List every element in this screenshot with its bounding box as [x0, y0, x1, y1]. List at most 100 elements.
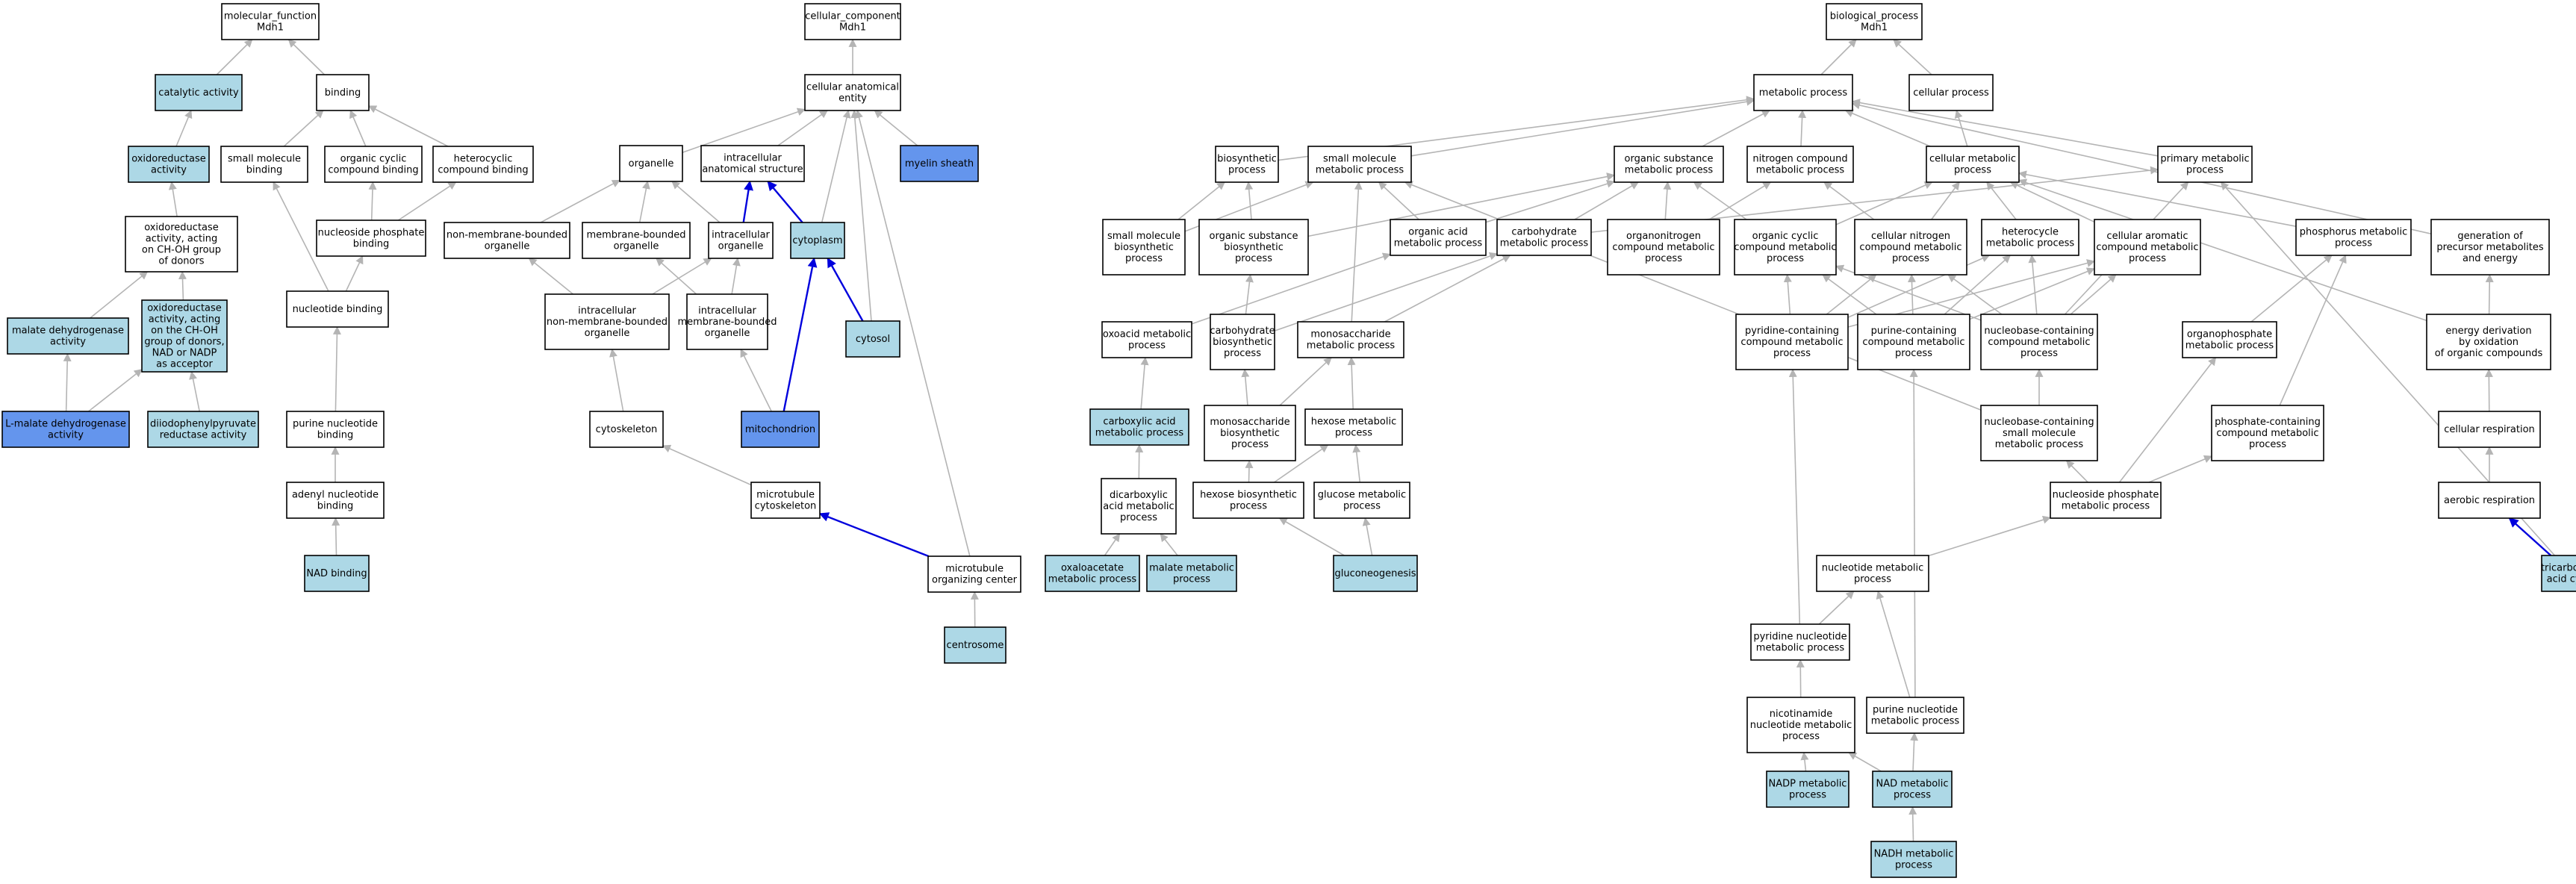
- node-tca[interactable]: tricarboxylicacid cycle: [2541, 555, 2576, 592]
- node-label-line: anatomical structure: [702, 164, 803, 175]
- node-label-line: primary metabolic: [2160, 154, 2249, 165]
- node-nadbind[interactable]: NAD binding: [304, 555, 370, 592]
- edge-carbox-to-oxoacid: [1140, 356, 1149, 410]
- node-label-line: compound metabolic: [2216, 428, 2318, 439]
- edge-smbind-to-binding: [283, 110, 324, 147]
- node-label-line: small molecule: [1323, 154, 1396, 165]
- node-label-line: organonitrogen: [1626, 231, 1701, 242]
- node-gluconeo[interactable]: gluconeogenesis: [1333, 555, 1418, 592]
- node-box: [444, 222, 570, 259]
- node-binding[interactable]: binding: [316, 74, 370, 111]
- node-box: [2438, 411, 2541, 448]
- node-cellresp[interactable]: cellular respiration: [2438, 411, 2541, 448]
- node-mito[interactable]: mitochondrion: [741, 411, 820, 448]
- node-inmbo[interactable]: intracellularnon-membrane-boundedorganel…: [544, 293, 670, 350]
- node-myelin[interactable]: myelin sheath: [900, 145, 979, 182]
- edge-malmet-to-dicarb: [1160, 533, 1178, 556]
- node-cytoskel[interactable]: cytoskeleton: [589, 411, 664, 448]
- node-label-line: process: [2129, 253, 2166, 264]
- node-label-line: dicarboxylic: [1110, 490, 1168, 501]
- node-label-line: acid cycle: [2547, 574, 2576, 585]
- node-ntbind[interactable]: nucleotide binding: [286, 290, 389, 328]
- node-box: [7, 317, 129, 355]
- node-cytoplasm[interactable]: cytoplasm: [790, 222, 845, 259]
- node-label-line: small molecule: [1107, 231, 1180, 242]
- edge-nbcmet-to-cncmet: [1947, 274, 2003, 315]
- node-catalytic[interactable]: catalytic activity: [155, 74, 243, 111]
- node-aerobic[interactable]: aerobic respiration: [2438, 482, 2541, 519]
- node-cellproc[interactable]: cellular process: [1908, 74, 1994, 111]
- node-cytosol[interactable]: cytosol: [845, 320, 900, 358]
- node-metproc[interactable]: metabolic process: [1753, 74, 1853, 111]
- node-centrosome[interactable]: centrosome: [944, 626, 1007, 664]
- node-organelle[interactable]: organelle: [619, 145, 683, 182]
